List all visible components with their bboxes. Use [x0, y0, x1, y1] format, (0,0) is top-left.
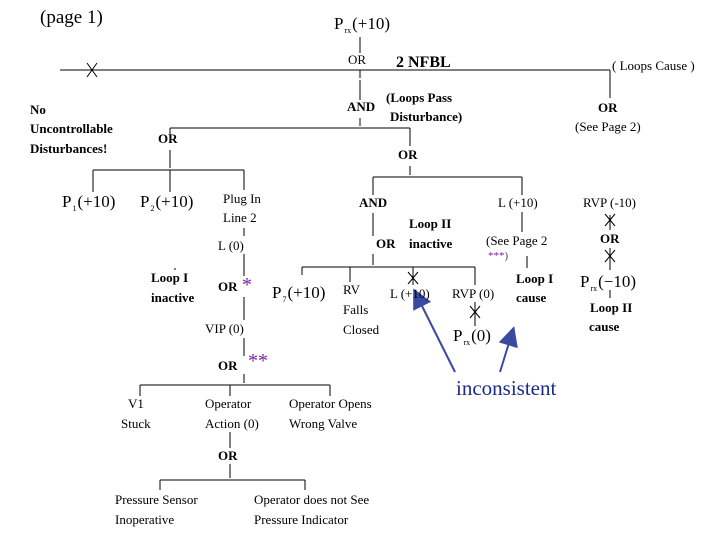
loop2-cause-line2: cause	[589, 319, 620, 334]
gate-or-rvp: OR	[600, 231, 620, 246]
loop2-inactive-line1: Loop II	[409, 216, 452, 231]
rv-falls-line1: RV	[343, 282, 361, 297]
v1-stuck-line1: V1	[128, 396, 144, 411]
top-event: Prx(+10)	[334, 14, 391, 35]
page-label: (page 1)	[40, 7, 103, 28]
star2-mark: **	[248, 350, 268, 372]
gate-and-right: AND	[359, 195, 388, 210]
star1-mark: *	[242, 274, 252, 296]
rv-falls-line3: Closed	[343, 322, 380, 337]
loop2-cause-line1: Loop II	[590, 300, 633, 315]
v1-stuck-line2: Stuck	[121, 416, 151, 431]
loops-cause-label: ( Loops Cause )	[612, 58, 695, 73]
prx-zero-event: Prx(0)	[453, 326, 491, 347]
loop1-cause-line1: Loop I	[516, 271, 554, 286]
loop2-inactive-line2: inactive	[409, 236, 453, 251]
p1-value: (+10)	[77, 192, 116, 211]
prx-zero-value: (0)	[471, 326, 491, 345]
nfbl-label: 2 NFBL	[396, 54, 451, 71]
prx-zero-subscript: rx	[463, 338, 471, 347]
no-uncontrollable-line2: Uncontrollable	[30, 121, 113, 136]
p1-event: P1(+10)	[62, 192, 116, 213]
top-event-value: (+10)	[352, 14, 391, 33]
p7-value: (+10)	[287, 283, 326, 302]
prx-minus10-subscript: rx	[590, 284, 598, 293]
l-zero-label: L (0)	[218, 238, 244, 253]
inconsistent-label: inconsistent	[456, 376, 557, 400]
loop1-inactive-line2: inactive	[151, 290, 195, 305]
rv-falls-line2: Falls	[343, 302, 369, 317]
plug-in-line1: Plug In	[223, 191, 261, 206]
p7-subscript: 7	[282, 295, 287, 304]
pressure-sensor-line1: Pressure Sensor	[115, 492, 198, 507]
see-page2-b: (See Page 2	[486, 233, 548, 248]
p7-event: P7(+10)	[272, 283, 326, 304]
see-page2-label: (See Page 2)	[575, 119, 641, 134]
gate-and-main: AND	[347, 99, 376, 114]
operator-not-see-line2: Pressure Indicator	[254, 512, 349, 527]
l-plus10-lower: L (+10)	[390, 286, 430, 301]
operator-not-see-line1: Operator does not See	[254, 492, 370, 507]
gate-or-top: OR	[348, 52, 367, 67]
gate-or-inactive: OR	[376, 236, 396, 251]
p7-symbol: P	[272, 283, 282, 302]
stars3-label: ***)	[488, 250, 509, 262]
gate-or-star: OR	[218, 279, 238, 294]
operator-action-line2: Action (0)	[205, 416, 259, 431]
top-event-symbol: P	[334, 14, 344, 33]
p2-subscript: 2	[150, 204, 155, 213]
prx-zero-symbol: P	[453, 326, 463, 345]
l-plus10-top: L (+10)	[498, 195, 538, 210]
no-uncontrollable-line3: Disturbances!	[30, 141, 108, 156]
pressure-sensor-line2: Inoperative	[115, 512, 175, 527]
loop1-inactive-line1: Loop I	[151, 270, 189, 285]
prx-minus10-symbol: P	[580, 272, 590, 291]
gate-or-bottom: OR	[218, 448, 238, 463]
loops-pass-line2: Disturbance)	[390, 109, 463, 124]
prx-minus10-event: Prx(−10)	[580, 272, 637, 293]
gate-or-left: OR	[158, 131, 178, 146]
p2-event: P2(+10)	[140, 192, 194, 213]
loop1-cause-line2: cause	[516, 290, 547, 305]
operator-opens-line1: Operator Opens	[289, 396, 372, 411]
p1-symbol: P	[62, 192, 72, 211]
no-uncontrollable-line1: No	[30, 102, 46, 117]
prx-minus10-value: (−10)	[598, 272, 637, 291]
rvp-zero-label: RVP (0)	[452, 286, 495, 301]
p2-value: (+10)	[155, 192, 194, 211]
gate-or-double-star: OR	[218, 358, 238, 373]
gate-or-right: OR	[598, 100, 618, 115]
vip-zero-label: VIP (0)	[205, 321, 244, 336]
gate-or-center: OR	[398, 147, 418, 162]
p1-subscript: 1	[72, 204, 77, 213]
loops-pass-line1: (Loops Pass	[386, 90, 453, 105]
plug-in-line2: Line 2	[223, 210, 257, 225]
top-event-subscript: rx	[344, 26, 352, 35]
operator-action-line1: Operator	[205, 396, 252, 411]
rvp-minus10-label: RVP (-10)	[583, 195, 637, 210]
operator-opens-line2: Wrong Valve	[289, 416, 358, 431]
p2-symbol: P	[140, 192, 150, 211]
